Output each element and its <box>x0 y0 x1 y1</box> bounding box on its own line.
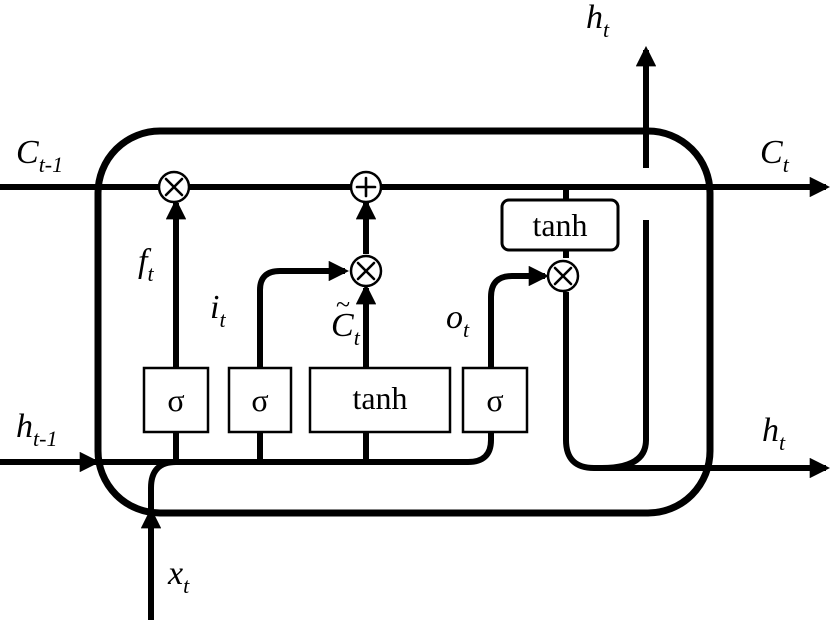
tanh-cell-box <box>500 198 620 252</box>
input-gate-wire <box>257 260 350 368</box>
multiply-icon <box>349 254 383 288</box>
tanh-candidate-text: tanh <box>352 380 407 416</box>
sigma-output-box <box>461 366 529 434</box>
cell-boundary <box>94 127 714 517</box>
label-c-prev: Ct-1 <box>16 134 63 177</box>
label-h-top: ht <box>586 0 610 42</box>
label-h-next: ht <box>762 412 786 455</box>
gate-bus <box>96 432 494 465</box>
label-c-next: Ct <box>760 134 790 177</box>
plus-icon <box>349 170 383 204</box>
label-candidate: Ct <box>331 307 361 350</box>
sigma-input-box <box>227 366 293 434</box>
label-candidate-accent: ~ <box>336 290 350 319</box>
tanh-cell-text: tanh <box>532 207 587 243</box>
label-input: it <box>210 289 226 332</box>
multiply-icon <box>546 259 580 293</box>
label-x-in: xt <box>167 555 190 598</box>
tanh-candidate-box <box>308 366 452 434</box>
sigma-forget-box <box>142 366 210 434</box>
sigma-output-text: σ <box>486 382 503 418</box>
x-join-line <box>148 459 177 512</box>
output-gate-wire <box>488 265 550 368</box>
output-branch-up <box>601 220 649 471</box>
multiply-icon <box>157 170 191 204</box>
sigma-forget-text: σ <box>167 382 184 418</box>
output-path <box>563 292 831 479</box>
label-h-prev: ht-1 <box>16 408 57 451</box>
label-forget: ft <box>138 243 154 286</box>
sigma-input-text: σ <box>251 382 268 418</box>
label-output: ot <box>446 299 470 342</box>
